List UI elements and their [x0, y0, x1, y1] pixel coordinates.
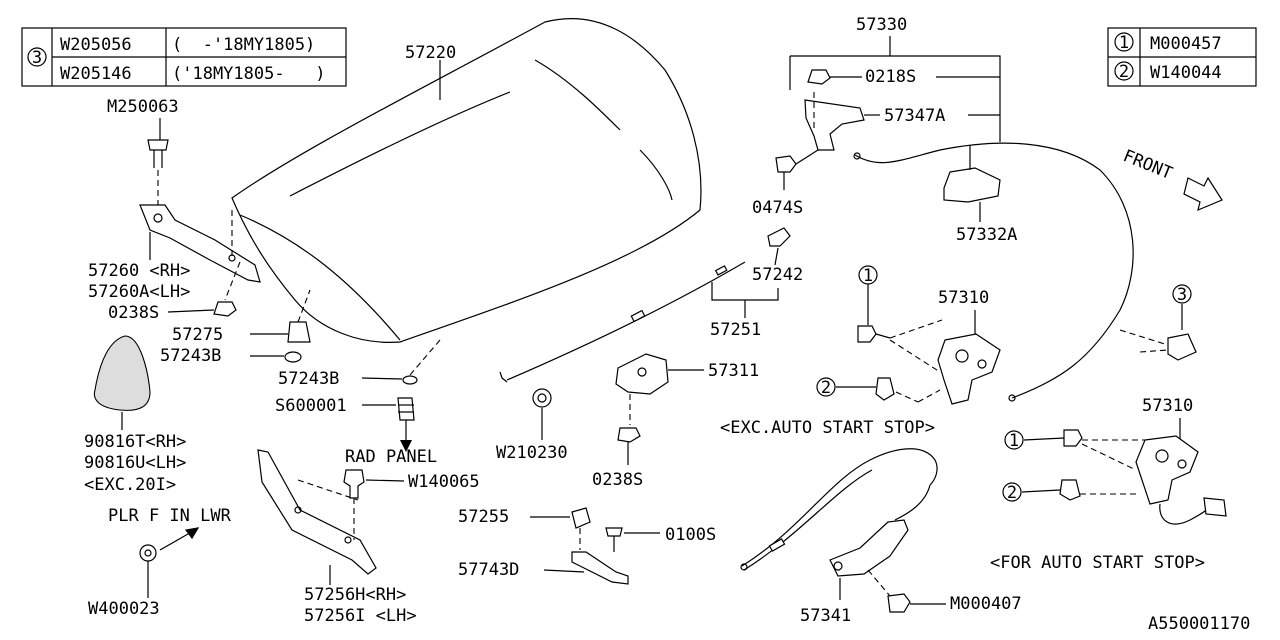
label-57332a: 57332A — [956, 225, 1017, 245]
marker-2b: 2 — [1007, 483, 1017, 503]
legend-range-1: ( -'18MY1805) — [172, 35, 315, 55]
legend-marker-2: 2 — [1119, 62, 1129, 82]
label-90816u-lh: 90816U<LH> — [84, 453, 186, 473]
marker-1a: 1 — [863, 266, 873, 286]
latch-bracket — [804, 99, 865, 151]
label-57310-auto: 57310 — [1142, 396, 1193, 416]
label-57260-rh: 57260 <RH> — [88, 261, 190, 281]
bolt-w140044-b — [1059, 479, 1081, 501]
stay-clip — [767, 227, 791, 247]
bolt-m000457-a — [857, 325, 877, 343]
label-0100s: 0100S — [665, 525, 716, 545]
label-0474s: 0474S — [752, 198, 803, 218]
lock-connector — [1203, 497, 1227, 517]
marker-3: 3 — [1177, 285, 1187, 305]
bolt-w140044-a — [875, 377, 895, 401]
label-57311: 57311 — [708, 361, 759, 381]
label-0238s-striker: 0238S — [592, 470, 643, 490]
legend-marker-3: 3 — [32, 48, 42, 68]
label-57260a-lh: 57260A<LH> — [88, 282, 190, 302]
clip — [343, 469, 365, 499]
label-0238s-hinge: 0238S — [108, 303, 159, 323]
grommet — [139, 544, 157, 562]
washer-center — [402, 375, 418, 385]
latch-handle — [943, 167, 1001, 203]
screw-0474s — [775, 155, 797, 173]
label-57275: 57275 — [172, 325, 223, 345]
label-exc-20i: <EXC.20I> — [84, 475, 176, 495]
label-for-auto-start-stop: <FOR AUTO START STOP> — [990, 553, 1205, 573]
label-57330: 57330 — [856, 15, 907, 35]
label-57255: 57255 — [458, 507, 509, 527]
label-s600001: S600001 — [275, 396, 347, 416]
nut-striker — [617, 427, 641, 443]
label-57743d: 57743D — [458, 560, 519, 580]
label-front: FRONT — [1120, 146, 1175, 184]
legend-part-w205056: W205056 — [60, 35, 132, 55]
label-57220: 57220 — [405, 43, 456, 63]
bracket-57743d — [571, 551, 629, 585]
screw-0100s — [605, 527, 623, 537]
legend-range-2: ('18MY1805- ) — [172, 64, 326, 84]
label-57243b-2: 57243B — [278, 369, 339, 389]
hood-stopper — [397, 397, 415, 421]
legend-part-m000457: M000457 — [1150, 34, 1222, 54]
washer — [284, 351, 302, 363]
hood-seal — [257, 449, 377, 575]
front-arrow-icon — [1183, 176, 1223, 212]
clip-57255 — [571, 507, 591, 529]
label-57341: 57341 — [800, 606, 851, 626]
marker-2a: 2 — [821, 378, 831, 398]
label-57242: 57242 — [752, 265, 803, 285]
legend-part-w140044: W140044 — [1150, 63, 1222, 83]
hood-stay-rod — [499, 261, 746, 383]
bolt-m000457-b — [1063, 429, 1083, 447]
hood-bumper — [287, 321, 311, 343]
label-w400023: W400023 — [88, 599, 160, 619]
legend-table-right: 1 2 M000457 W140044 — [1107, 27, 1257, 87]
label-57310-exc: 57310 — [938, 288, 989, 308]
label-m250063: M250063 — [107, 97, 179, 117]
label-0218s: 0218S — [865, 67, 916, 87]
label-plr-f-in-lwr: PLR F IN LWR — [108, 506, 232, 526]
hood-lock-exc — [937, 333, 1001, 405]
nut-icon — [213, 301, 237, 317]
cap — [532, 388, 552, 408]
hood-panel — [231, 18, 702, 343]
label-w210230: W210230 — [496, 443, 568, 463]
legend-table-left: 3 W205056 ( -'18MY1805) W205146 ('18MY18… — [21, 27, 347, 87]
label-exc-auto-start-stop: <EXC.AUTO START STOP> — [720, 418, 935, 438]
bolt-m000407 — [887, 593, 911, 613]
striker — [615, 353, 669, 395]
label-57256i-lh: 57256I <LH> — [304, 606, 417, 626]
label-w140065: W140065 — [408, 472, 480, 492]
label-m000407: M000407 — [950, 594, 1022, 614]
label-rad-panel: RAD PANEL — [345, 447, 437, 467]
marker-1b: 1 — [1009, 431, 1019, 451]
hood-hinge — [139, 139, 261, 283]
label-57256h-rh: 57256H<RH> — [304, 585, 406, 605]
legend-marker-1: 1 — [1119, 33, 1129, 53]
hood-lock-auto — [1135, 435, 1199, 505]
diagram-id: A550001170 — [1148, 614, 1250, 634]
release-lever — [829, 519, 909, 577]
arrow-down-icon — [400, 440, 412, 452]
insulator — [93, 335, 151, 411]
nut-0218s — [807, 69, 831, 85]
label-57243b-1: 57243B — [160, 346, 221, 366]
legend-part-w205146: W205146 — [60, 64, 132, 84]
label-90816t-rh: 90816T<RH> — [84, 432, 186, 452]
connector-clip — [1167, 333, 1197, 361]
label-57251: 57251 — [710, 320, 761, 340]
label-57347a: 57347A — [884, 106, 945, 126]
